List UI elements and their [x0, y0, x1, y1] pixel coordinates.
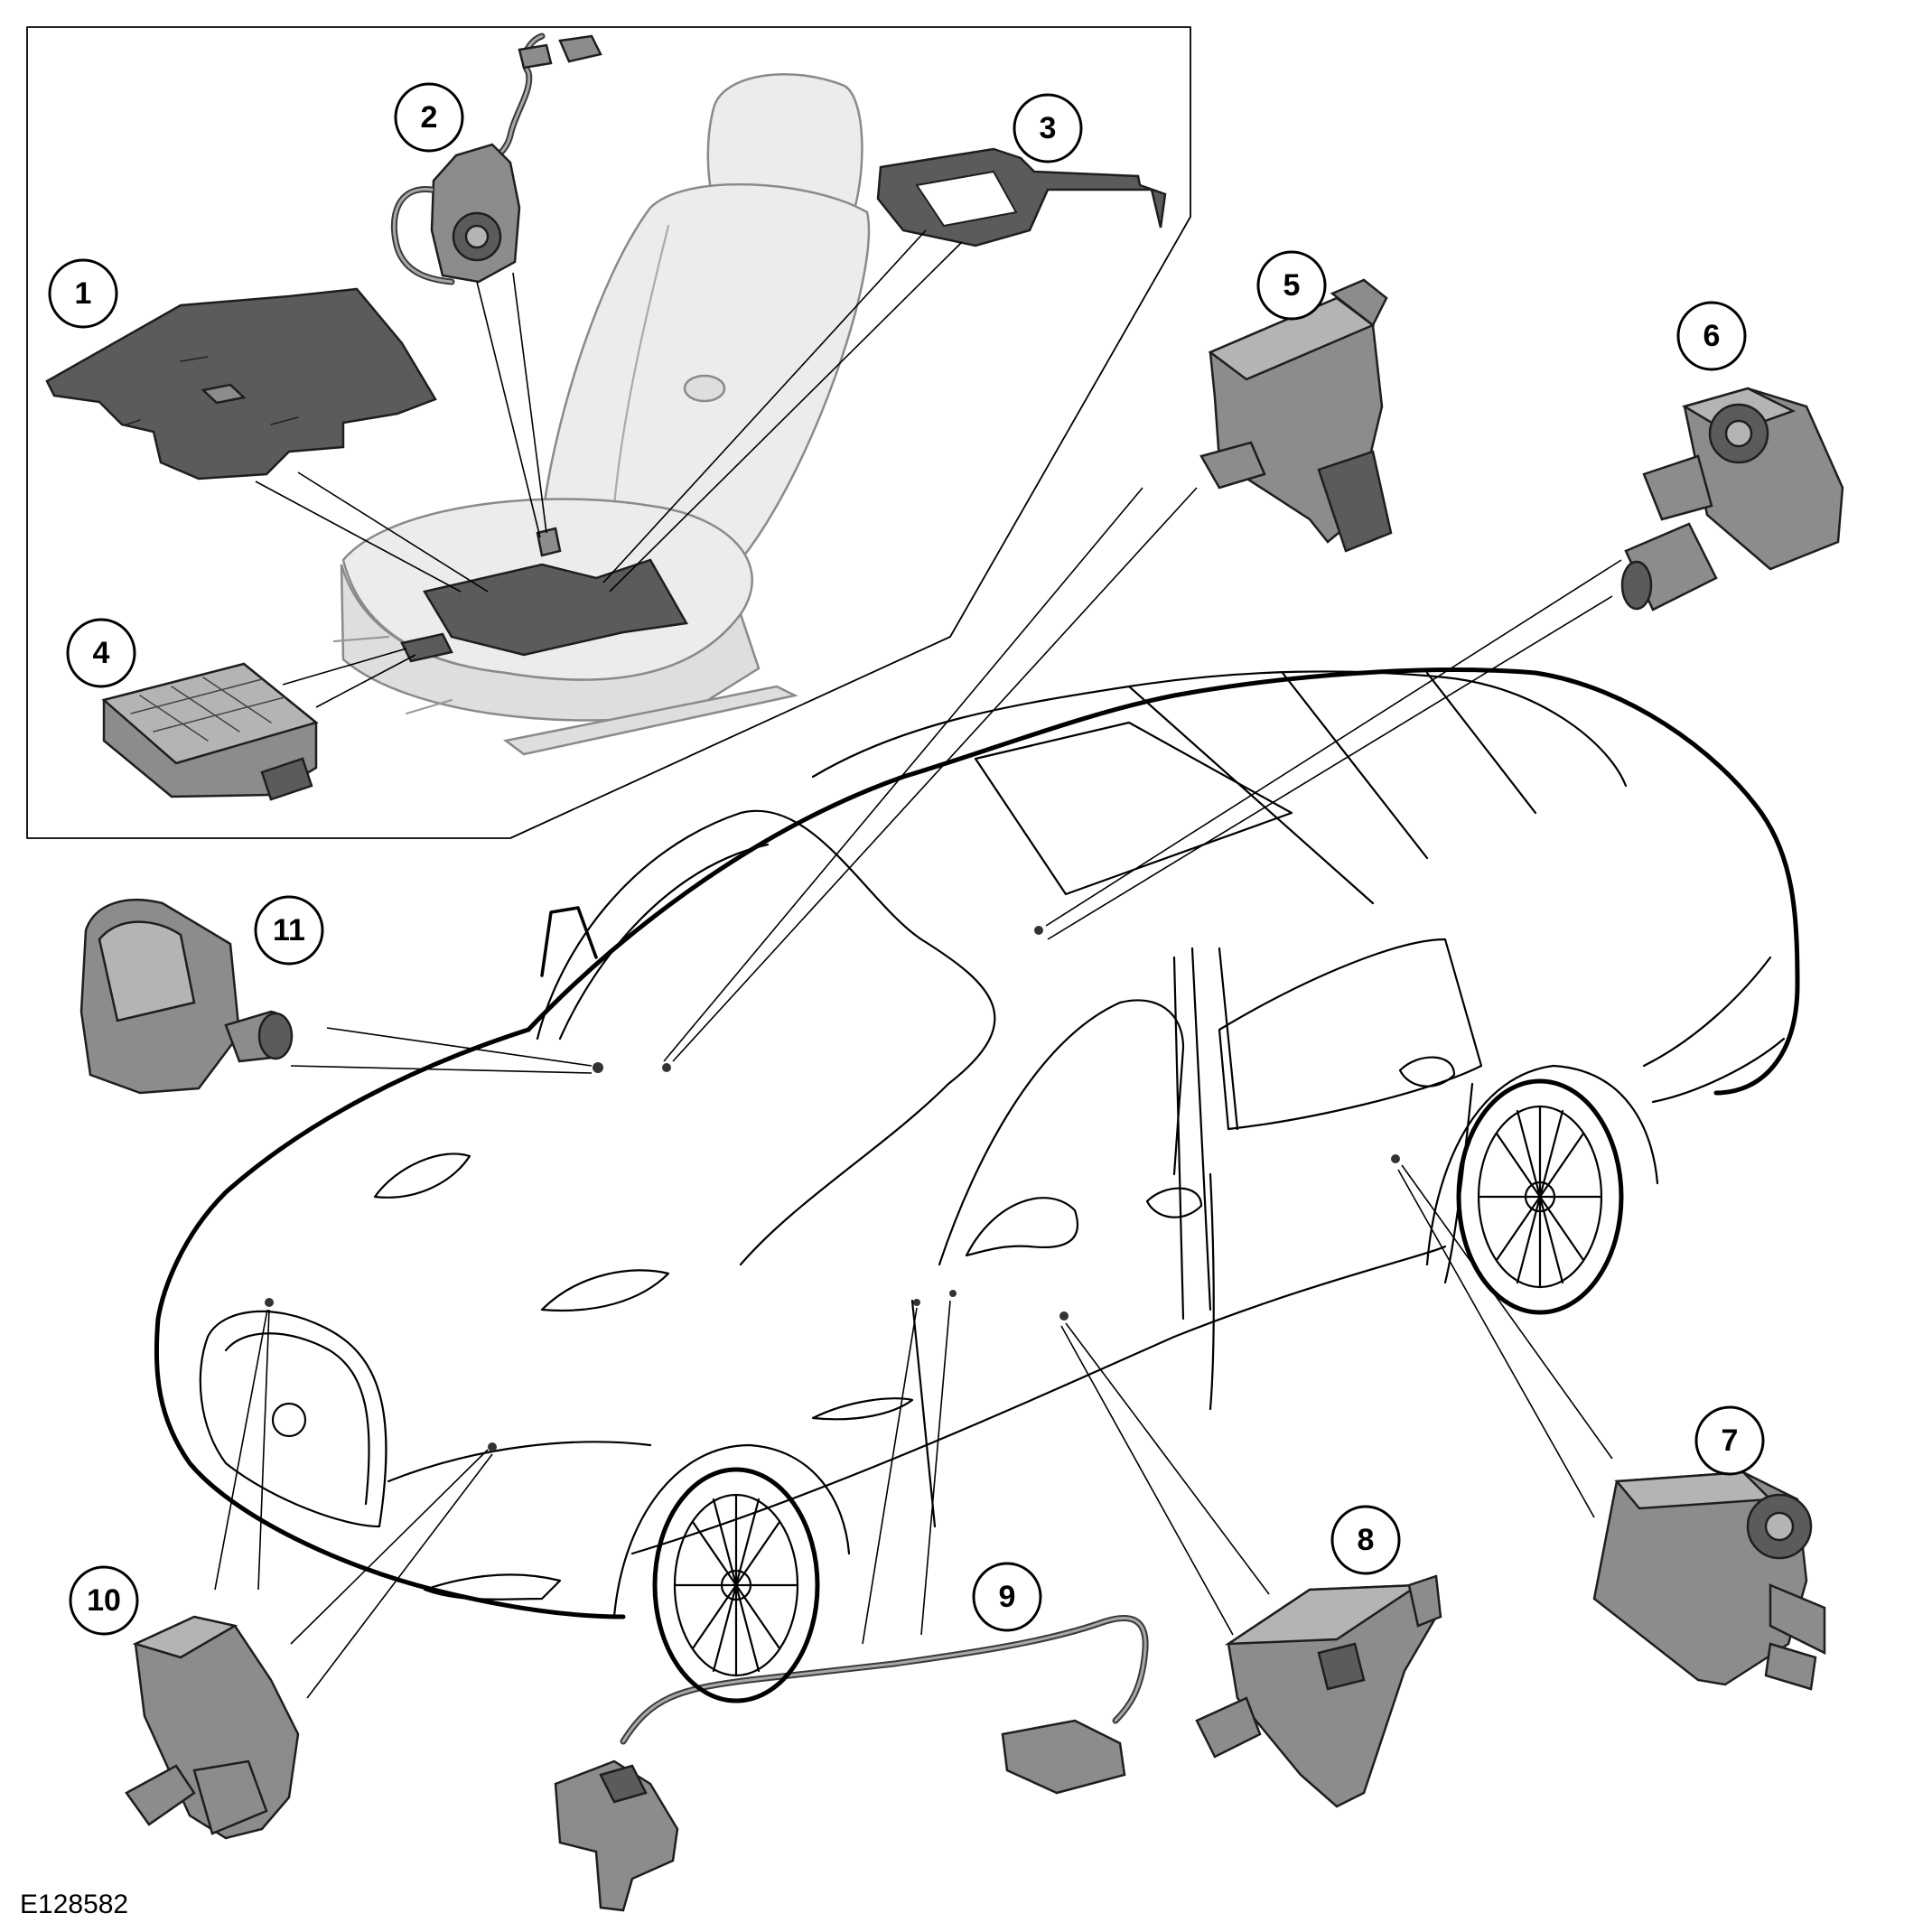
- car-rear-flank: [1642, 956, 1786, 1104]
- part-roof-impact-sensor: [1620, 387, 1844, 611]
- car-headlamp: [387, 1441, 652, 1483]
- car-grille: [199, 1310, 387, 1528]
- car-badge: [271, 1402, 307, 1438]
- car-front-door-handle: [1145, 1187, 1203, 1218]
- car-silhouette: [526, 667, 1800, 1096]
- car-hood-vent-1: [373, 1153, 471, 1199]
- callout-10-label: 10: [87, 1583, 121, 1618]
- car-sunroof: [974, 721, 1293, 896]
- car-rear-door-handle: [1398, 1056, 1456, 1087]
- callout-4: 4: [66, 618, 136, 688]
- marker-7: [1391, 1154, 1400, 1163]
- part-side-impact-sensor-8: [1195, 1574, 1442, 1808]
- installed-buckle-sensor: [536, 527, 562, 557]
- seat-rail: [503, 685, 798, 756]
- callout-5: 5: [1256, 250, 1327, 321]
- part-occupant-classification-mat: [45, 287, 437, 481]
- car-rocker-line: [630, 1245, 1447, 1555]
- front-seat-illustration: [332, 73, 871, 756]
- sensor-markers: [265, 926, 1400, 1451]
- callout-7-label: 7: [1722, 1423, 1739, 1458]
- installed-module-under-seat: [400, 632, 453, 663]
- car-front-wheel: [652, 1467, 820, 1703]
- callout-3: 3: [1013, 93, 1083, 163]
- callout-8-label: 8: [1358, 1523, 1375, 1557]
- car-front-side-window: [938, 999, 1185, 1266]
- car-hood-vent-2: [540, 1269, 670, 1312]
- callout-2: 2: [394, 82, 464, 153]
- part-occupant-classification-module: [101, 662, 319, 801]
- marker-5: [662, 1063, 671, 1072]
- callout-5-label: 5: [1283, 268, 1301, 303]
- callout-9: 9: [972, 1562, 1042, 1632]
- car-rear-wheel: [1456, 1078, 1624, 1315]
- installed-occupant-mat: [423, 558, 688, 657]
- callout-1: 1: [48, 258, 118, 329]
- callout-10: 10: [69, 1565, 139, 1636]
- car-fog-lamp: [423, 1573, 562, 1601]
- car-windscreen: [536, 809, 996, 1266]
- car-side-vent: [811, 1397, 914, 1421]
- car-roof-line-2: [1127, 671, 1537, 905]
- callout-4-label: 4: [93, 636, 110, 670]
- leader-lines: [214, 229, 1622, 1699]
- callout-3-label: 3: [1040, 111, 1057, 145]
- seat-belt-slot: [683, 374, 726, 403]
- marker-10a: [265, 1298, 274, 1307]
- callout-7: 7: [1694, 1405, 1765, 1476]
- part-impact-sensor-11: [79, 899, 294, 1095]
- marker-11: [593, 1062, 603, 1073]
- seat-rail-front: [332, 635, 453, 715]
- part-side-impact-sensor-7: [1592, 1470, 1826, 1691]
- part-seat-weight-sensor: [876, 147, 1167, 247]
- callout-1-label: 1: [75, 276, 92, 311]
- inset-frame: [26, 26, 1191, 839]
- marker-6: [1034, 926, 1043, 935]
- marker-9b: [949, 1290, 957, 1297]
- marker-10b: [488, 1442, 497, 1451]
- car-pillars: [1172, 947, 1239, 1321]
- marker-8: [1059, 1311, 1069, 1321]
- callout-11-label: 11: [273, 913, 305, 947]
- callout-6-label: 6: [1703, 319, 1721, 353]
- callout-11: 11: [254, 895, 324, 966]
- vehicle-outline: [154, 667, 1800, 1703]
- callout-9-label: 9: [999, 1580, 1016, 1614]
- figure-reference-code: E128582: [20, 1890, 129, 1919]
- callout-6: 6: [1676, 301, 1747, 371]
- callout-2-label: 2: [421, 100, 438, 135]
- marker-9a: [913, 1299, 920, 1306]
- car-wing-mirror: [965, 1197, 1079, 1257]
- seat-backrest-seam: [612, 224, 670, 508]
- car-front-hood-edge: [154, 1027, 626, 1619]
- part-side-impact-sensor-5: [1199, 278, 1393, 553]
- callout-8: 8: [1330, 1505, 1401, 1575]
- car-rear-side-window: [1218, 938, 1483, 1131]
- car-rear-wheel-arch: [1425, 1064, 1659, 1266]
- part-front-impact-sensor-10: [125, 1615, 300, 1840]
- part-seatbelt-buckle-sensor: [390, 33, 602, 285]
- car-grille-inner: [224, 1332, 370, 1506]
- seat-inset-panel: [26, 26, 1191, 839]
- part-wiring-harness-9: [554, 1614, 1149, 1912]
- car-windscreen-inner: [558, 843, 770, 1041]
- car-front-wheel-arch: [612, 1443, 851, 1619]
- car-a-pillar-antenna: [540, 906, 598, 977]
- car-front-door: [910, 1172, 1215, 1528]
